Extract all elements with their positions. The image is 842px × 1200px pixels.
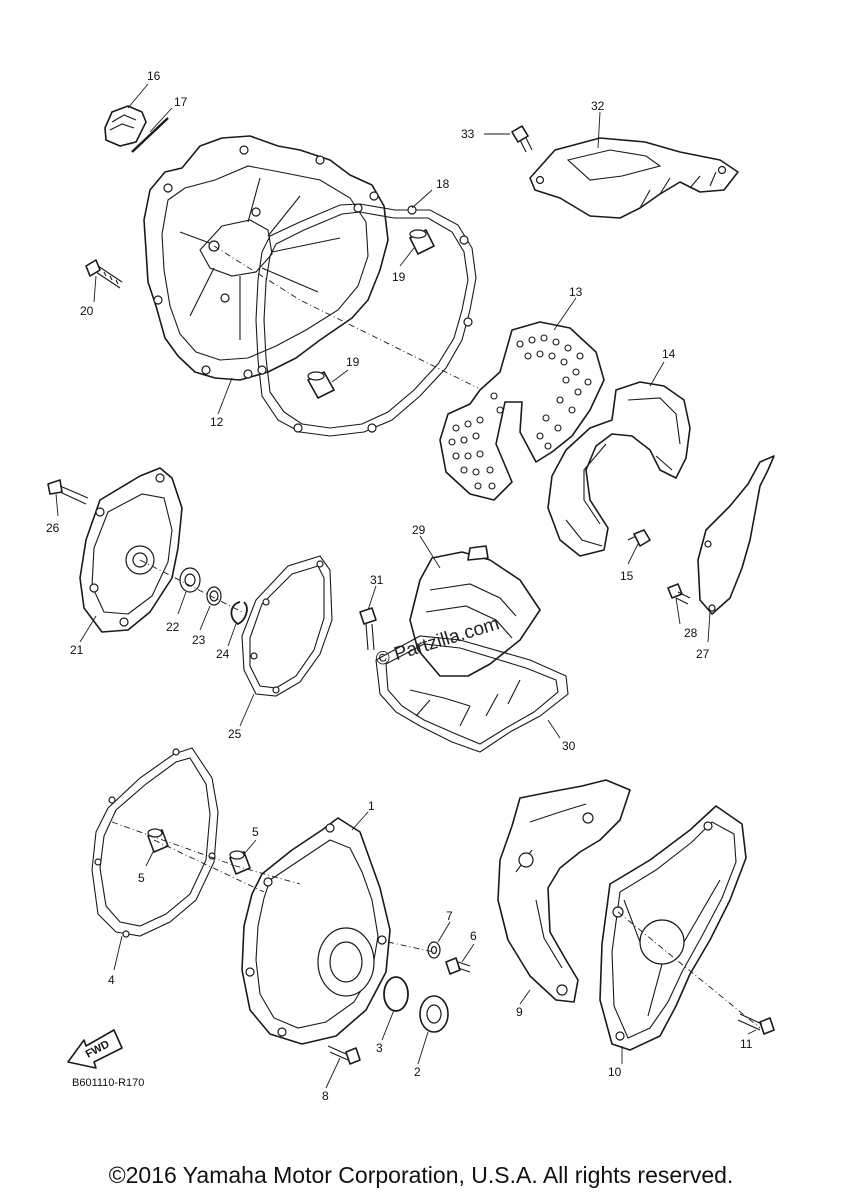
callout-19-upper: 19 — [392, 270, 406, 284]
callout-22: 22 — [166, 620, 180, 634]
callout-27: 27 — [696, 647, 710, 661]
part-18-gasket — [255, 203, 477, 437]
part-17-o-ring — [131, 117, 169, 153]
callout-5-left: 5 — [138, 871, 145, 885]
callout-11: 11 — [740, 1037, 753, 1051]
part-16-oil-filler-cap — [104, 105, 147, 147]
part-15-bolt — [627, 529, 651, 547]
callout-labels: 16 17 32 33 18 19 20 13 19 14 12 26 29 1… — [46, 69, 753, 1103]
fwd-arrow-icon: FWD — [67, 1029, 123, 1069]
part-7-washer — [427, 941, 441, 959]
callout-13: 13 — [569, 285, 583, 299]
callout-5-right: 5 — [252, 825, 259, 839]
callout-15: 15 — [620, 569, 634, 583]
part-5-dowel-pin-right — [229, 850, 251, 875]
part-5-dowel-pin-left — [147, 828, 169, 853]
part-21-water-pump-cover — [79, 467, 183, 633]
part-19-dowel-pin-lower — [307, 371, 335, 399]
part-30-gasket — [375, 635, 569, 753]
part-27-cover-plate — [697, 455, 775, 615]
part-12-crankcase-cover — [143, 135, 389, 381]
callout-25: 25 — [228, 727, 242, 741]
callout-14: 14 — [662, 347, 676, 361]
callout-26: 26 — [46, 521, 60, 535]
callout-4: 4 — [108, 973, 115, 987]
part-10-sprocket-cover — [599, 805, 747, 1051]
part-26-bolt — [47, 479, 89, 505]
part-31-bolt — [359, 607, 377, 651]
callout-12: 12 — [210, 415, 224, 429]
callout-19-lower: 19 — [346, 355, 360, 369]
callout-31: 31 — [370, 573, 384, 587]
callout-18: 18 — [436, 177, 450, 191]
part-3-o-ring — [383, 976, 409, 1012]
callout-30: 30 — [562, 739, 576, 753]
assembly-lines — [111, 245, 761, 1029]
part-25-gasket — [241, 555, 333, 697]
part-23-washer — [206, 586, 222, 606]
callout-17: 17 — [174, 95, 188, 109]
callout-21: 21 — [70, 643, 84, 657]
callout-10: 10 — [608, 1065, 622, 1079]
part-11-bolt — [737, 1013, 775, 1035]
part-28-bolt — [667, 583, 691, 605]
callout-24: 24 — [216, 647, 230, 661]
callout-7: 7 — [446, 909, 453, 923]
part-29-cover — [409, 545, 541, 677]
callout-28: 28 — [684, 626, 698, 640]
callout-33: 33 — [461, 127, 475, 141]
diagram-code: B601110-R170 — [72, 1077, 144, 1089]
part-32-guard-plate — [529, 137, 739, 219]
copyright-notice: ©2016 Yamaha Motor Corporation, U.S.A. A… — [108, 1162, 734, 1188]
part-2-plug — [419, 995, 449, 1033]
callout-16: 16 — [147, 69, 161, 83]
part-19-dowel-pin-upper — [409, 229, 435, 255]
leader-lines — [55, 83, 757, 1089]
part-14-guard — [547, 381, 691, 557]
callout-3: 3 — [376, 1041, 383, 1055]
part-20-bolt — [85, 259, 123, 289]
part-9-bracket — [497, 779, 631, 1003]
callout-1: 1 — [368, 799, 375, 813]
part-1-generator-cover — [241, 817, 391, 1045]
callout-32: 32 — [591, 99, 605, 113]
part-8-bolt — [327, 1045, 361, 1065]
callout-29: 29 — [412, 523, 426, 537]
callout-8: 8 — [322, 1089, 329, 1103]
callout-2: 2 — [414, 1065, 421, 1079]
part-4-gasket — [91, 747, 219, 938]
callout-6: 6 — [470, 929, 477, 943]
part-22-oil-seal — [179, 567, 201, 593]
part-33-bolt — [511, 125, 533, 153]
callout-23: 23 — [192, 633, 206, 647]
part-6-bolt — [445, 957, 471, 975]
part-13-perforated-guard — [439, 321, 605, 501]
callout-9: 9 — [516, 1005, 523, 1019]
part-24-circlip — [230, 601, 248, 626]
callout-20: 20 — [80, 304, 94, 318]
